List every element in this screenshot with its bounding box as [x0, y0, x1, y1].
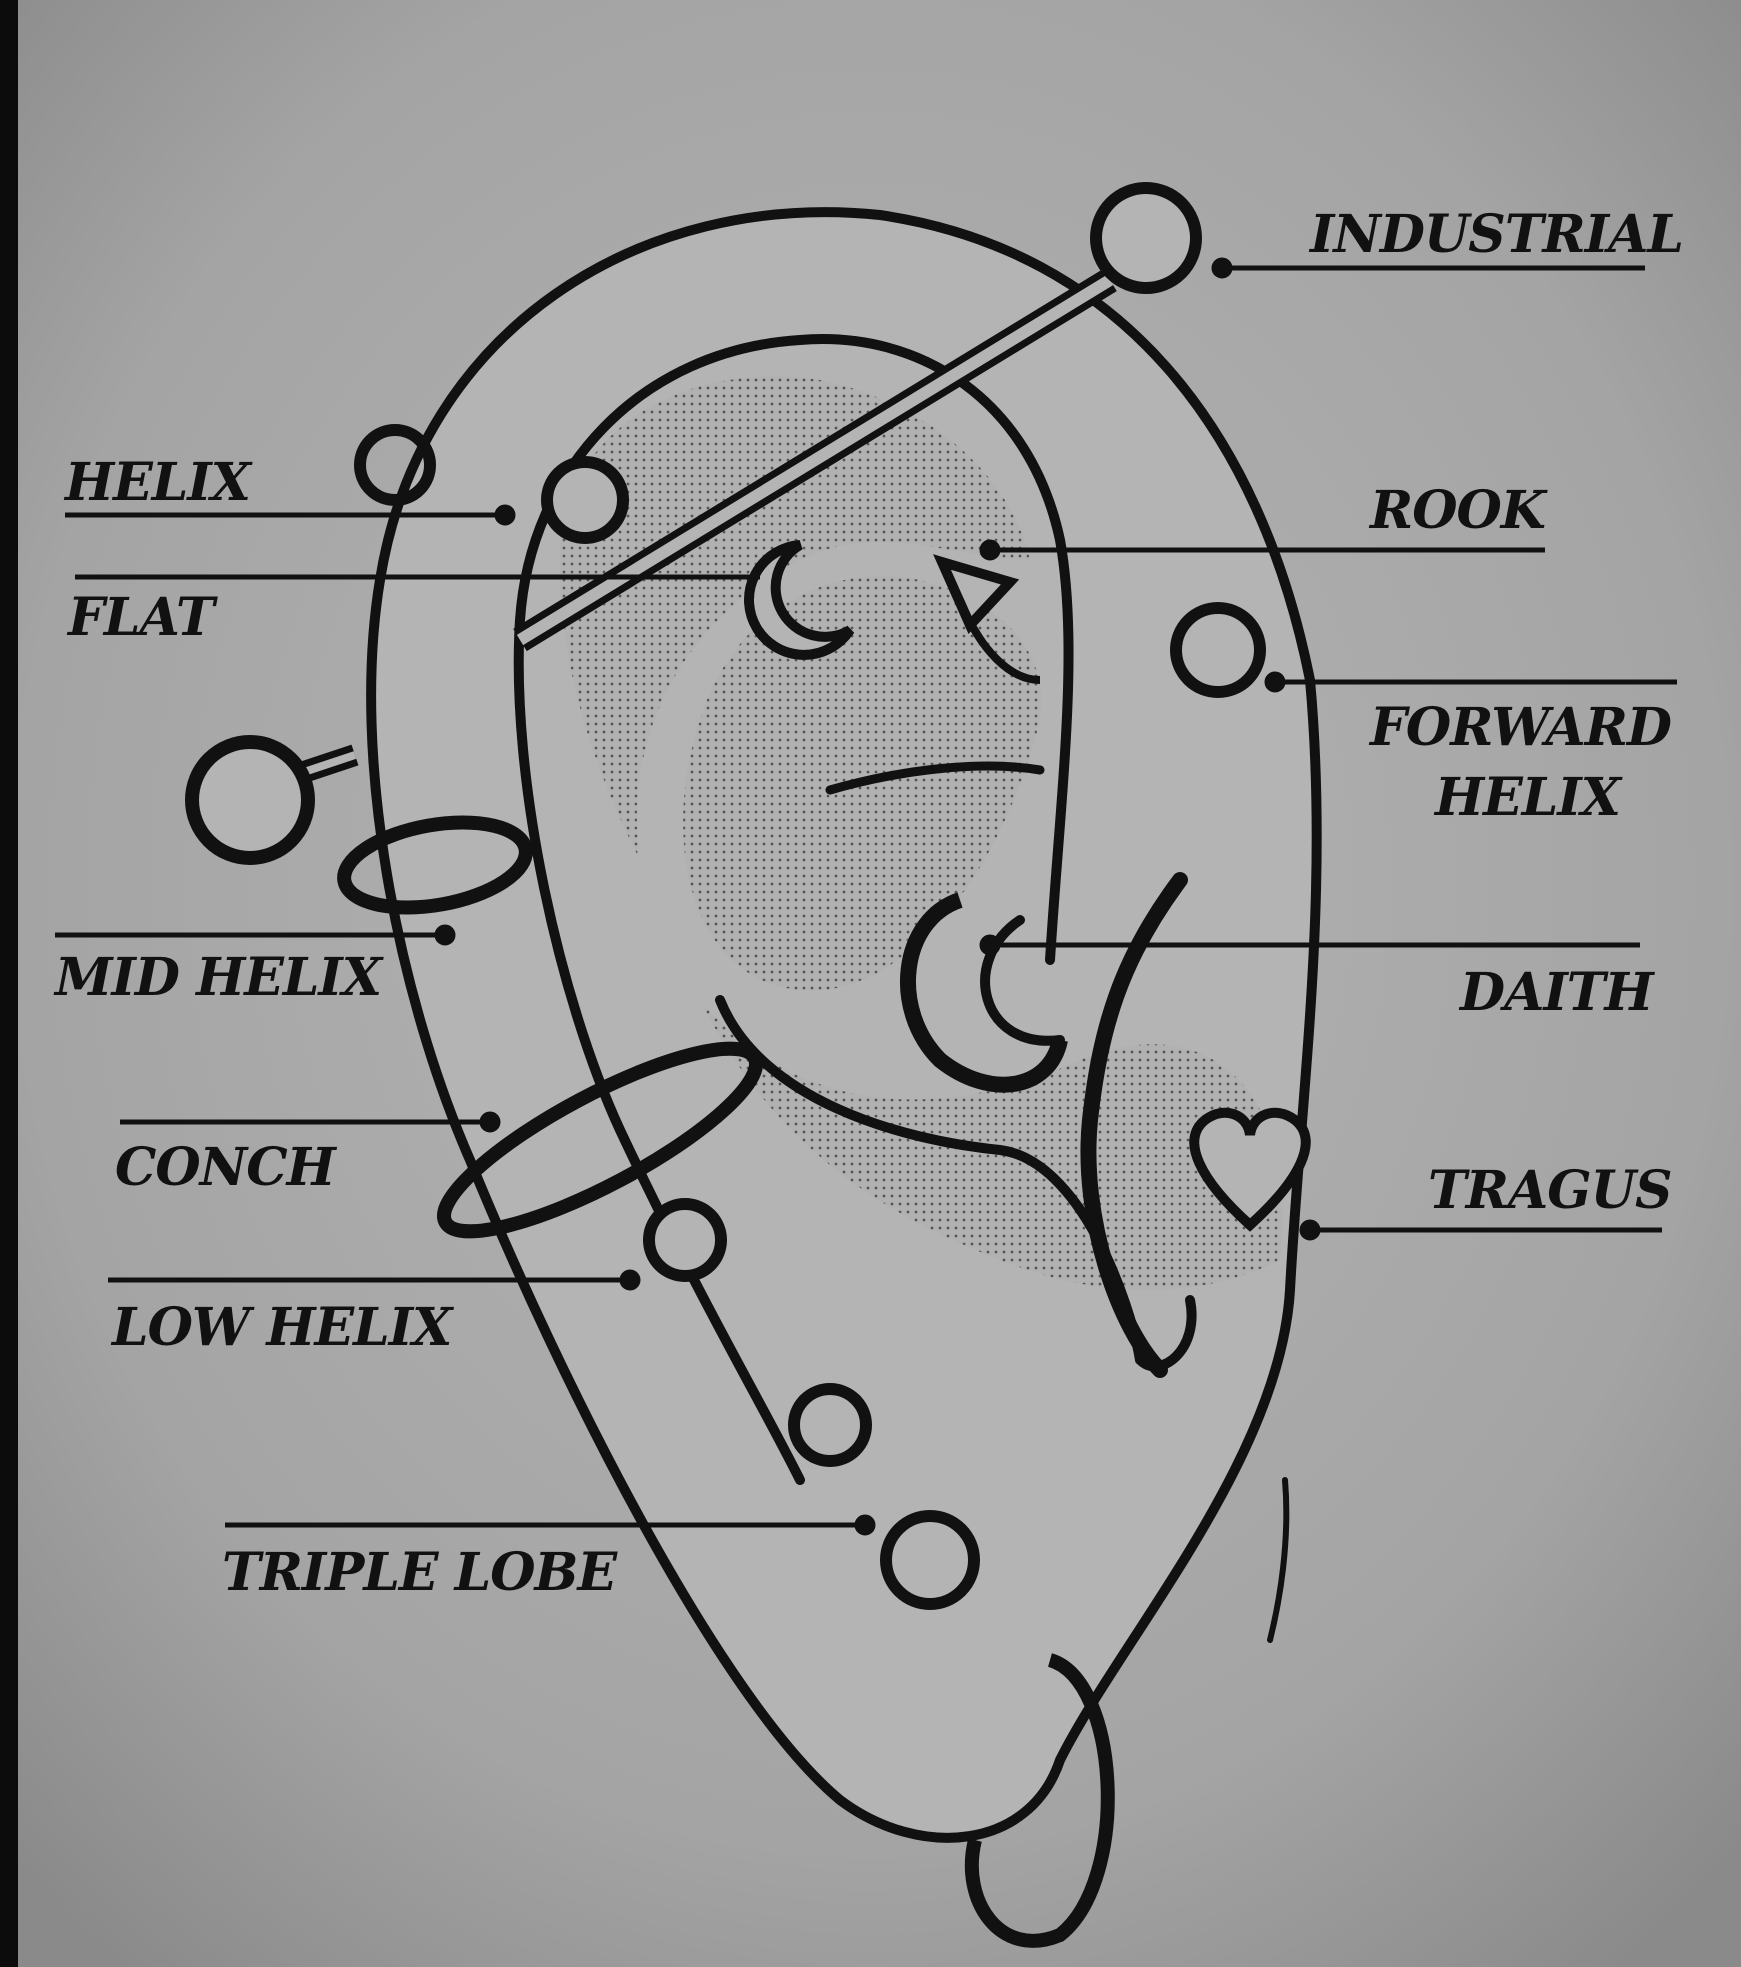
label-rook: ROOK [1368, 480, 1548, 541]
antihelix-dots [560, 376, 1030, 860]
ear [366, 207, 1322, 1843]
flat-moon-icon [744, 540, 855, 660]
tragus-heart-icon [1189, 1107, 1311, 1232]
labels: INDUSTRIAL HELIX ROOK FLAT FORWARD HELIX… [53, 204, 1684, 1603]
lobe-hoop [964, 1653, 1115, 1948]
label-tragus: TRAGUS [1428, 1160, 1672, 1221]
daith-fold [980, 915, 1065, 1046]
antihelix [825, 761, 1045, 795]
leader-lines [55, 257, 1677, 1536]
tragus-fold [1080, 872, 1188, 1378]
label-daith: DAITH [1458, 962, 1655, 1023]
mid-helix-ring [337, 815, 533, 915]
conch-ring [437, 1041, 763, 1239]
helix-ball [541, 456, 629, 544]
label-flat: FLAT [66, 587, 218, 648]
label-helix: HELIX [63, 452, 254, 513]
industrial-ball [1090, 182, 1202, 294]
lobe-ball-1 [788, 1383, 872, 1467]
helix-ring [354, 424, 436, 506]
label-forward-helix-2: HELIX [1433, 767, 1624, 828]
label-forward-helix-1: FORWARD [1368, 697, 1672, 758]
jewelry [185, 182, 1311, 1948]
label-low-helix: LOW HELIX [110, 1297, 455, 1358]
left-border [0, 0, 18, 1967]
low-helix-ball [643, 1198, 727, 1282]
forward-helix-ball [1170, 602, 1266, 698]
daith-ring [900, 892, 1068, 1093]
rook-stud [933, 554, 1020, 634]
label-industrial: INDUSTRIAL [1308, 204, 1683, 265]
label-triple-lobe: TRIPLE LOBE [222, 1542, 618, 1603]
mid-helix-ball [185, 735, 315, 865]
label-conch: CONCH [115, 1137, 338, 1198]
lobe-hair [1267, 1477, 1290, 1643]
label-mid-helix: MID HELIX [53, 947, 385, 1008]
lobe-ball-2 [880, 1510, 980, 1610]
